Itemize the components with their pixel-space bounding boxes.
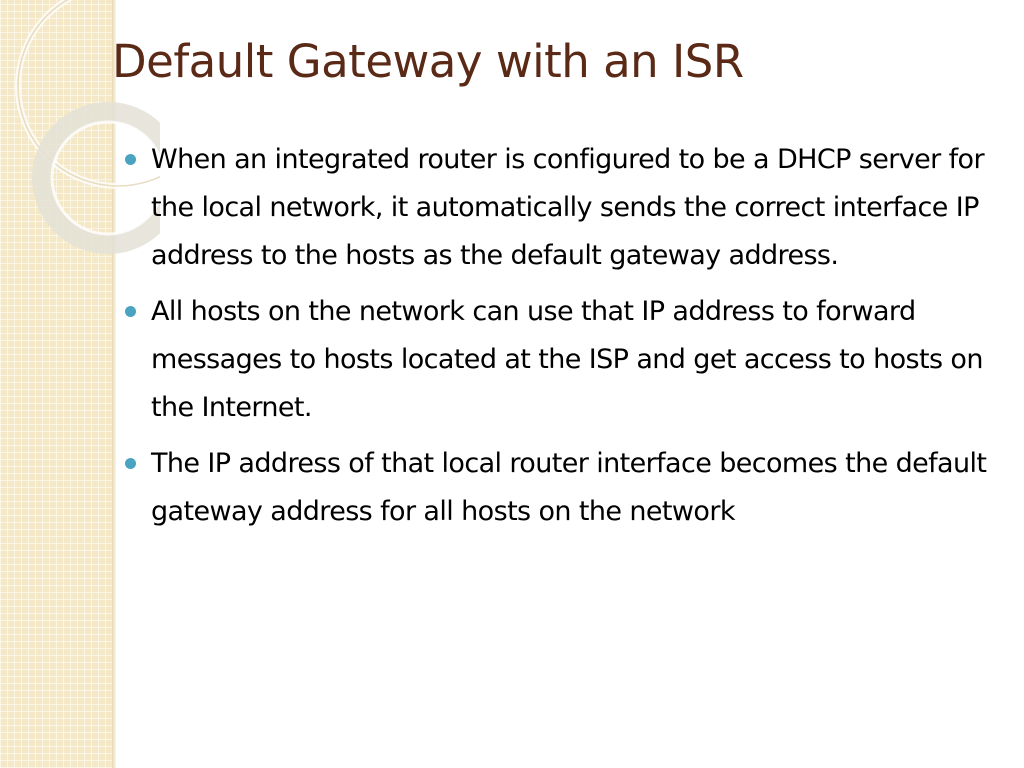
round-bullet-icon [125,458,136,469]
round-bullet-icon [125,154,136,165]
slide-title: Default Gateway with an ISR [112,35,744,88]
decorative-rings-icon [15,0,160,254]
bullet-text: The IP address of that local router inte… [151,448,987,527]
side-band-edge [112,0,116,768]
bullet-item: When an integrated router is configured … [124,136,1004,280]
bullet-text: All hosts on the network can use that IP… [151,296,983,423]
bullet-text: When an integrated router is configured … [151,144,985,271]
bullet-item: All hosts on the network can use that IP… [124,288,1004,432]
round-bullet-icon [125,306,136,317]
bullet-list: When an integrated router is configured … [124,136,1004,544]
bullet-item: The IP address of that local router inte… [124,440,1004,536]
